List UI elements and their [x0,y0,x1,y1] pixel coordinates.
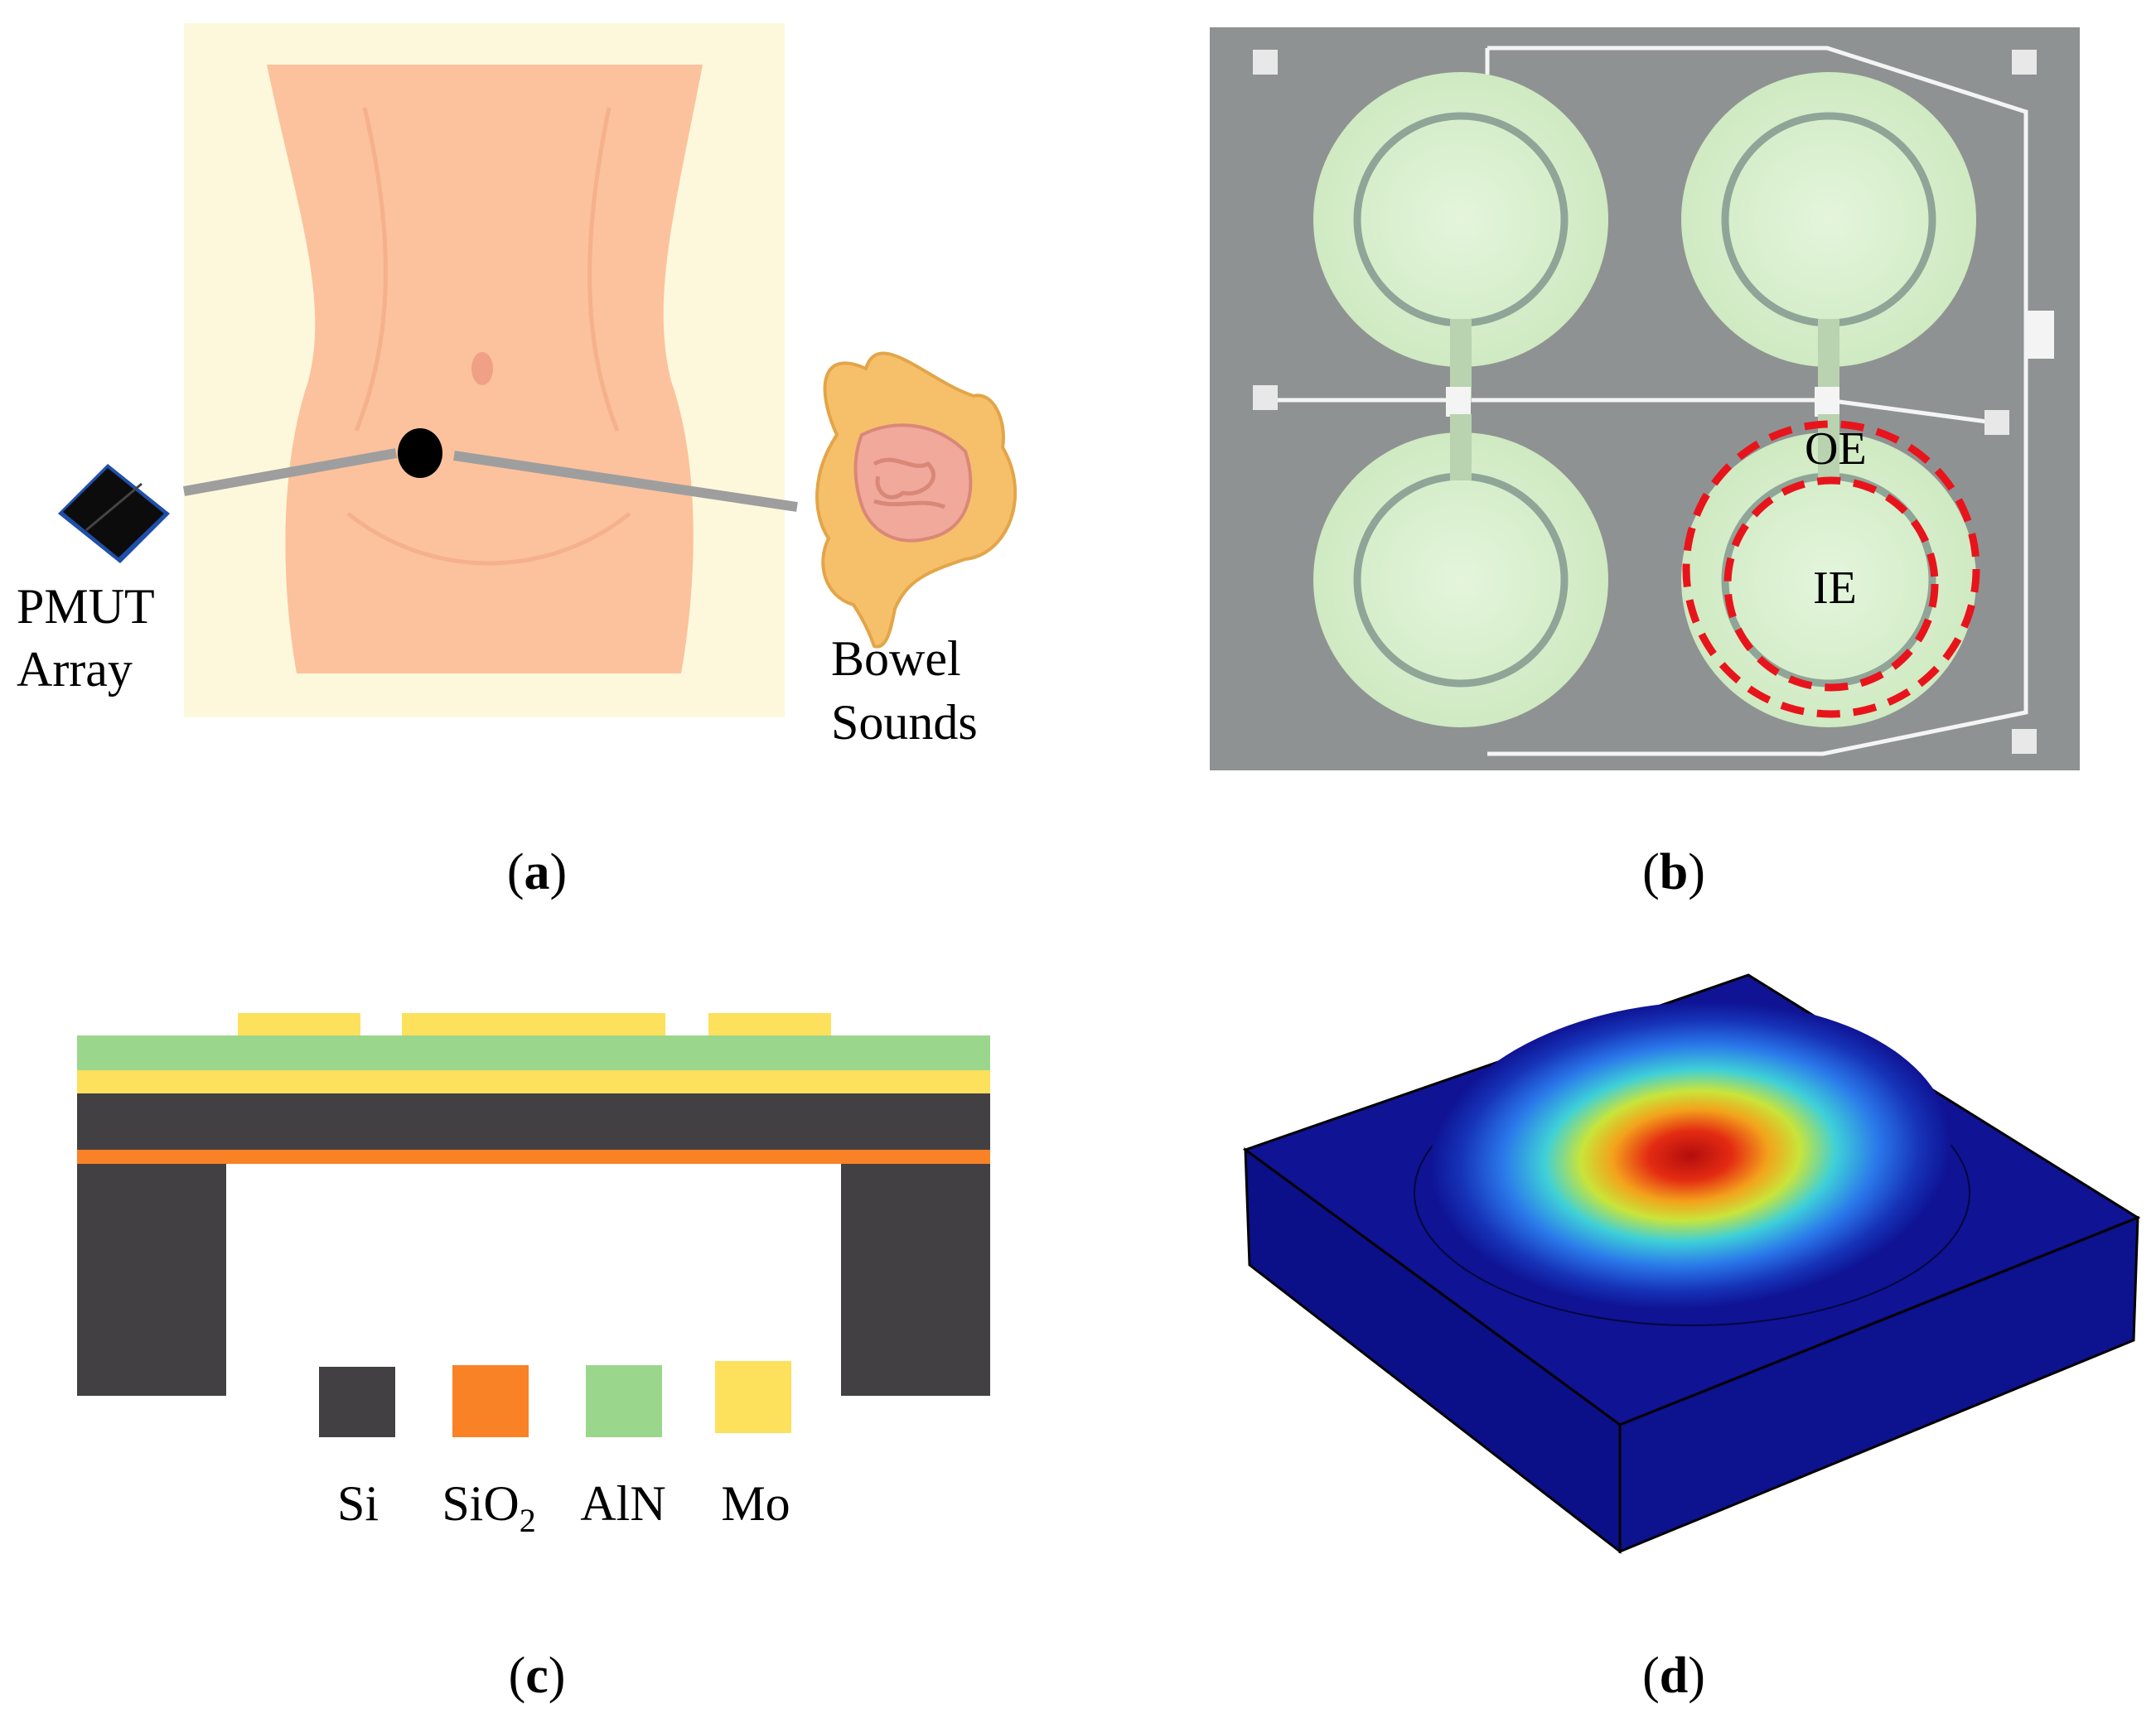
navel [471,352,493,385]
pmut-element-top-right [1681,72,1976,417]
outer-electrode-highlight [1682,420,1980,718]
pmut-chip-icon [58,464,170,563]
sio2-layer [77,1150,990,1164]
bond-pad [1253,385,1278,410]
mo-bottom-electrode-layer [77,1070,990,1093]
sensor-placement-dot [398,428,442,478]
fem-block-right-face [1618,1215,2139,1554]
inner-electrode-highlight [1723,476,1939,692]
bond-pad [1984,410,2009,435]
organ-label-line1: Bowel [831,631,961,686]
si-substrate-left [77,1164,226,1396]
legend-label-aln: AlN [580,1476,665,1531]
pmut-element-bottom-left [1313,414,1608,727]
bond-pad [2012,729,2037,754]
panel-label-b: (b) [1642,844,1705,900]
legend-swatch-aln [586,1365,662,1437]
legend-label-si: Si [337,1476,379,1531]
legend-swatch-si [319,1367,395,1437]
si-device-layer [77,1093,990,1150]
legend-swatch-sio2 [452,1365,529,1437]
legend-swatch-mo [715,1361,791,1433]
panel-label-a: (a) [507,844,567,900]
inner-electrode-label: IE [1813,562,1857,614]
sensor-label-line2: Array [17,642,133,697]
panel-d [1242,973,2141,1555]
connector-line-right [453,451,798,512]
torso-shading [346,107,631,566]
panel-b: OE IE [1210,27,2080,770]
bond-pad [2012,50,2037,75]
mo-electrode-center [402,1013,665,1035]
panel-label-d: (d) [1642,1648,1705,1704]
intestine-icon [815,351,1018,649]
si-substrate-right [841,1164,990,1396]
panel-a: PMUT Array Bowel Sounds [17,23,1018,750]
pmut-element-top-left [1313,72,1608,417]
mo-electrode-right [708,1013,831,1035]
aln-layer [77,1035,990,1070]
bond-pad [1253,50,1278,75]
mo-electrode-left [238,1013,360,1035]
bond-pad [2026,311,2054,359]
legend-label-sio2: SiO2 [442,1476,535,1539]
panel-label-c: (c) [509,1648,566,1704]
organ-label-line2: Sounds [831,695,978,750]
fem-displacement-field [1429,1001,1951,1310]
connector-line-left [182,448,398,496]
outer-electrode-label: OE [1805,423,1867,475]
panel-c: Si SiO2 AlN Mo [77,1013,990,1539]
legend-label-mo: Mo [721,1476,790,1531]
sensor-label-line1: PMUT [17,579,155,634]
